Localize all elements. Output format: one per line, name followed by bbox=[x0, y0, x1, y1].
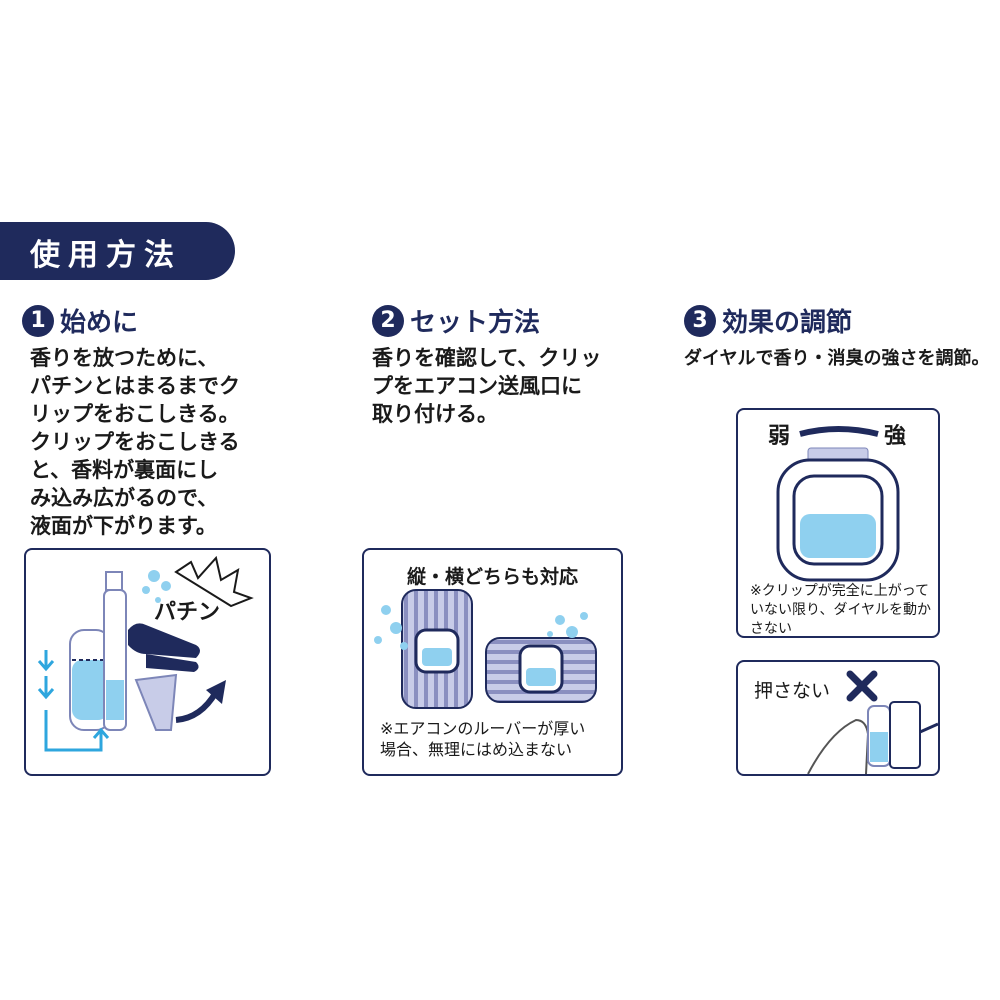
step-2-title-text: セット方法 bbox=[410, 308, 541, 338]
step-1-title-text: 始めに bbox=[60, 308, 139, 338]
step-1-illustration-panel: パチン bbox=[24, 548, 271, 776]
louver-note: ※エアコンのルーバーが厚い 場合、無理にはめ込まない bbox=[380, 719, 586, 759]
dial-note: ※クリップが完全に上がって いない限り、ダイヤルを動か さない bbox=[750, 583, 932, 637]
step-3-description: ダイヤルで香り・消臭の強さを調節。 bbox=[684, 348, 990, 369]
arrow-down-icon bbox=[37, 650, 110, 752]
step-1-title: 1 始めに bbox=[22, 302, 138, 339]
do-not-press-label: 押さない bbox=[754, 680, 831, 702]
step-3-warning-panel: 押さない bbox=[736, 660, 940, 776]
step-3-title-text: 効果の調節 bbox=[722, 308, 853, 338]
step-2-title: 2 セット方法 bbox=[372, 302, 540, 339]
orientation-heading: 縦・横どちらも対応 bbox=[406, 566, 578, 588]
curved-arrow-icon bbox=[175, 690, 219, 723]
step-3-dial-panel: 弱 強 ※クリップが完全に上がって いない限り、ダイヤルを動か さない bbox=[736, 408, 940, 638]
step-2-number: 2 bbox=[372, 304, 404, 337]
step-1-description: 香りを放つために、 パチンとはまるまでク リップをおこしきる。 クリップをおこし… bbox=[30, 346, 240, 538]
vent-mount-illustration bbox=[374, 589, 597, 709]
step-3-title: 3 効果の調節 bbox=[684, 302, 852, 339]
clip-open-illustration bbox=[37, 555, 254, 752]
section-header: 使用方法 bbox=[0, 222, 235, 280]
snap-sound-label: パチン bbox=[154, 600, 221, 625]
step-2-description: 香りを確認して、クリッ プをエアコン送風口に 取り付ける。 bbox=[372, 346, 602, 426]
step-2-illustration-panel: 縦・横どちらも対応 ※エアコンのルーバーが厚い 場合、無理にはめ込 bbox=[362, 548, 623, 776]
step-3-number: 3 bbox=[684, 304, 716, 337]
dial-illustration bbox=[776, 426, 900, 582]
strong-label: 強 bbox=[884, 424, 907, 449]
cross-icon bbox=[846, 670, 878, 702]
weak-label: 弱 bbox=[768, 424, 791, 449]
step-1-number: 1 bbox=[22, 304, 54, 337]
section-title: 使用方法 bbox=[30, 238, 182, 273]
